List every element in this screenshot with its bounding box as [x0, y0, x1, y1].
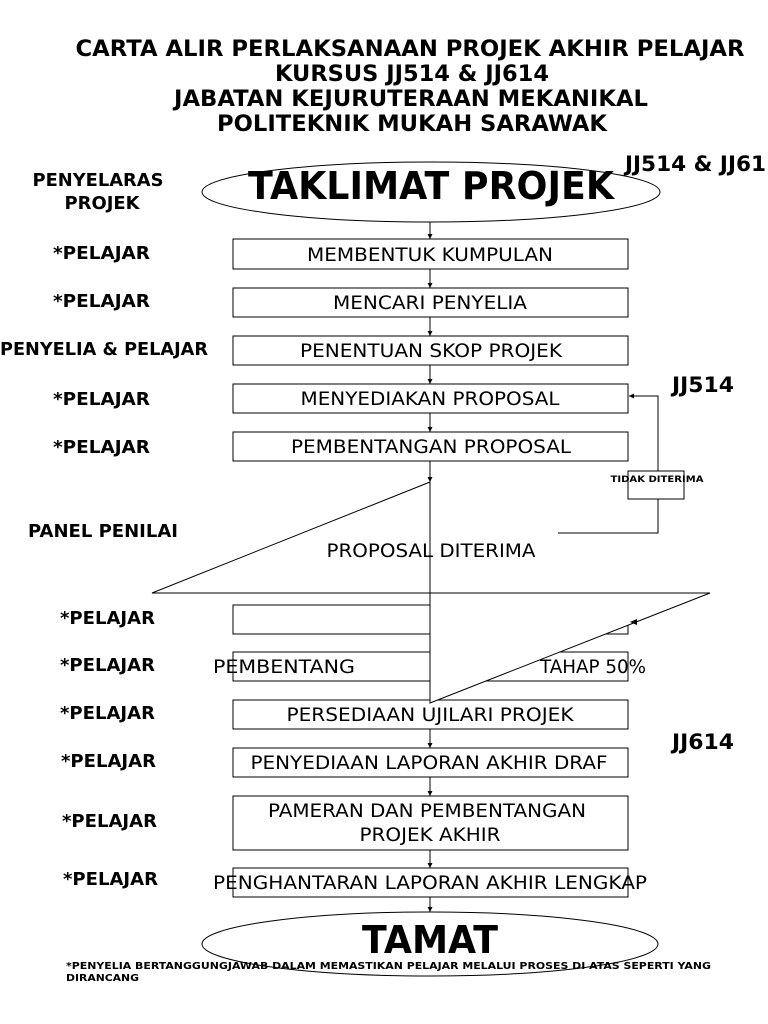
- step-label: PENENTUAN SKOP PROJEK: [300, 340, 563, 362]
- decision-label: PROPOSAL DITERIMA: [327, 540, 536, 562]
- role-label: *PELAJAR: [53, 437, 150, 458]
- role-penyelaras-line-1: PENYELARAS: [33, 170, 164, 191]
- step-label: MENCARI PENYELIA: [333, 292, 527, 314]
- title-line-3: JABATAN KEJURUTERAAN MEKANIKAL: [172, 87, 648, 112]
- step-menyediakan-proposal: MENYEDIAKAN PROPOSAL: [232, 383, 629, 414]
- step-box: [232, 383, 629, 414]
- step-box: [232, 795, 629, 851]
- role-label: *PELAJAR: [53, 243, 150, 264]
- course-tag-all: JJ514 & JJ61: [623, 152, 766, 176]
- step-box: [232, 287, 629, 318]
- step-label: PENYEDIAAN LAPORAN AKHIR DRAF: [251, 752, 608, 774]
- step-label-line-1: PAMERAN DAN PEMBENTANGAN: [268, 800, 586, 822]
- step-label: PERSEDIAAN UJILARI PROJEK: [287, 704, 575, 726]
- step-label: MENYEDIAKAN PROPOSAL: [301, 388, 560, 410]
- start-terminator: TAKLIMAT PROJEK: [201, 161, 661, 223]
- reject-box: [627, 470, 685, 500]
- role-label: *PELAJAR: [60, 703, 155, 724]
- title-line-1: CARTA ALIR PERLAKSANAAN PROJEK AKHIR PEL…: [76, 37, 745, 62]
- role-penyelaras-line-2: PROJEK: [65, 193, 141, 214]
- loop-line-upper: [629, 393, 659, 471]
- decision-diamond: [151, 481, 711, 704]
- end-ellipse: [201, 911, 659, 977]
- role-label: PENYELIA & PELAJAR: [0, 339, 208, 360]
- role-label: *PELAJAR: [63, 869, 158, 890]
- footnote-line-1: *PENYELIA BERTANGGUNGJAWAB DALAM MEMASTI…: [66, 961, 711, 972]
- end-terminator: TAMAT: [201, 911, 659, 977]
- step-membentuk-kumpulan: MEMBENTUK KUMPULAN: [232, 238, 629, 270]
- title-line-4: POLITEKNIK MUKAH SARAWAK: [217, 112, 608, 137]
- step-penentuan-skop: PENENTUAN SKOP PROJEK: [232, 335, 629, 366]
- step-penghantaran-laporan: PENGHANTARAN LAPORAN AKHIR LENGKAP: [213, 867, 647, 898]
- role-label: *PELAJAR: [60, 608, 155, 629]
- step-persediaan-ujilari: PERSEDIAAN UJILARI PROJEK: [232, 699, 629, 730]
- start-label: TAKLIMAT PROJEK: [248, 164, 615, 208]
- reject-label: TIDAK DITERIMA: [611, 475, 704, 485]
- step-label-left-part: PEMBENTANG: [213, 656, 355, 678]
- role-label: *PELAJAR: [61, 751, 156, 772]
- role-label: *PELAJAR: [60, 655, 155, 676]
- step-label-right-part: TAHAP 50%: [539, 656, 646, 678]
- step-mencari-penyelia: MENCARI PENYELIA: [232, 287, 629, 318]
- title-line-2: KURSUS JJ514 & JJ614: [275, 62, 549, 87]
- step-pembentangan-proposal: PEMBENTANGAN PROPOSAL: [232, 431, 629, 462]
- step-label-line-2: PROJEK AKHIR: [360, 824, 501, 846]
- step-label: MEMBENTUK KUMPULAN: [307, 244, 553, 266]
- step-box: [232, 747, 629, 778]
- role-label: *PELAJAR: [62, 811, 157, 832]
- start-ellipse: [201, 161, 661, 223]
- phase-tag-jj514: JJ514: [670, 373, 734, 397]
- role-label: *PELAJAR: [53, 291, 150, 312]
- rejection-loop: TIDAK DITERIMA: [558, 393, 704, 625]
- footnote: *PENYELIA BERTANGGUNGJAWAB DALAM MEMASTI…: [66, 961, 711, 984]
- step-penyediaan-laporan-draf: PENYEDIAAN LAPORAN AKHIR DRAF: [232, 747, 629, 778]
- small-arrowhead: [630, 619, 637, 625]
- footnote-line-2: DIRANCANG: [66, 973, 139, 984]
- step-box: [232, 238, 629, 270]
- page-title: CARTA ALIR PERLAKSANAAN PROJEK AKHIR PEL…: [76, 37, 745, 137]
- role-panel-penilai: PANEL PENILAI: [28, 521, 178, 542]
- end-label: TAMAT: [362, 918, 498, 962]
- role-labels: PENYELARAS PROJEK *PELAJAR *PELAJAR PENY…: [0, 170, 208, 890]
- step-pameran-pembentangan: PAMERAN DAN PEMBENTANGAN PROJEK AKHIR: [232, 795, 629, 851]
- decision-proposal-diterima: PROPOSAL DITERIMA: [151, 481, 711, 704]
- role-label: *PELAJAR: [53, 389, 150, 410]
- phase-tag-jj614: JJ614: [670, 730, 734, 754]
- loop-line-lower: [558, 499, 659, 534]
- step-label: PEMBENTANGAN PROPOSAL: [291, 436, 571, 458]
- step-label: PENGHANTARAN LAPORAN AKHIR LENGKAP: [213, 872, 647, 894]
- course-tags: JJ514 & JJ61 JJ514 JJ614: [623, 152, 766, 754]
